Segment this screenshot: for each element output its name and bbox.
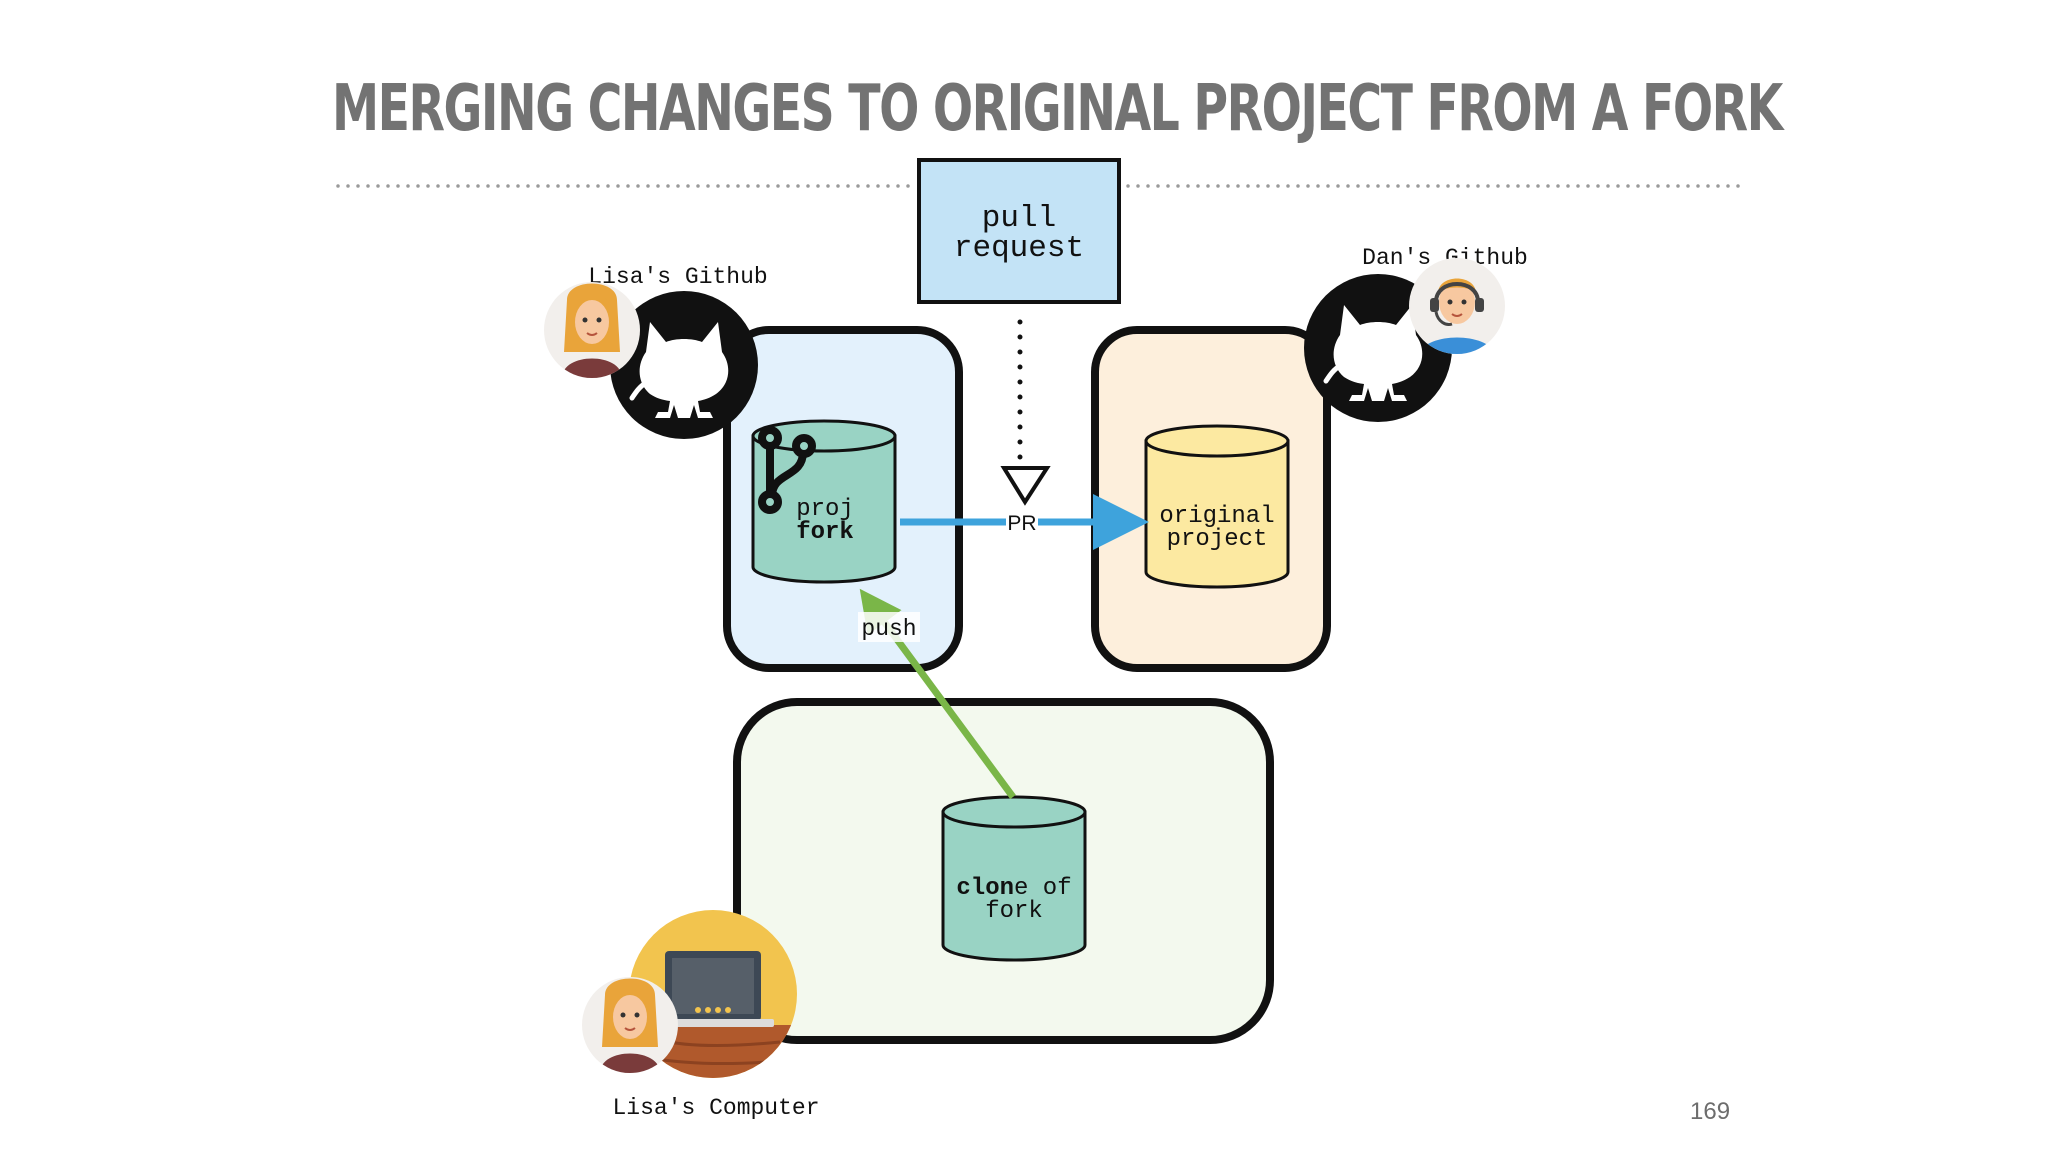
- github-octocat-icon: [610, 291, 758, 439]
- pull-request-line2: request: [954, 231, 1084, 266]
- lisa-github-label: Lisa's Github: [588, 264, 767, 290]
- pr-label-bg: [1006, 508, 1038, 534]
- dan-avatar: [1409, 258, 1505, 354]
- clone-of-fork-bold: clon: [956, 875, 1014, 902]
- clone-of-fork-line1: clone of: [956, 875, 1071, 902]
- clone-of-fork-cylinder: [941, 795, 1087, 962]
- pr-label: PR: [1007, 512, 1036, 535]
- pr-merge-triangle: [1000, 466, 1051, 506]
- pull-request-line1: pull: [982, 201, 1056, 236]
- proj-fork-line1: proj: [796, 496, 854, 523]
- lisa-computer-label: Lisa's Computer: [612, 1095, 819, 1121]
- push-label: push: [861, 616, 916, 642]
- slide-title: MERGING CHANGES TO ORIGINAL PROJECT FROM…: [332, 72, 1783, 146]
- original-project-line1: original: [1159, 503, 1274, 530]
- push-label-bg: [858, 612, 920, 642]
- git-branch-icon: [758, 426, 816, 514]
- pull-request-box: [917, 158, 1121, 304]
- proj-fork-line2: fork: [796, 519, 854, 546]
- lisa-avatar: [544, 282, 640, 378]
- lisa-avatar: [582, 977, 678, 1073]
- original-project-cylinder: [1144, 424, 1290, 589]
- original-project-line2: project: [1167, 526, 1268, 553]
- page-number: 169: [1690, 1098, 1731, 1125]
- clone-of-fork-line2: fork: [985, 898, 1043, 925]
- clone-of-fork-rest: e of: [1014, 875, 1072, 902]
